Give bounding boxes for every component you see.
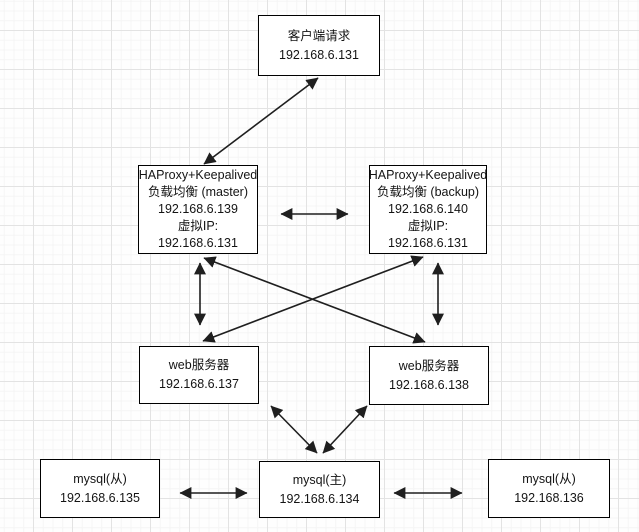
mysql-slave-left-ip: 192.168.6.135 <box>60 490 140 505</box>
haproxy-master-vip: 192.168.6.131 <box>158 236 238 250</box>
client-node-ip: 192.168.6.131 <box>279 47 359 62</box>
edge-haproxy-master-web2 <box>203 256 426 344</box>
mysql-slave-left-title: mysql(从) <box>73 471 127 486</box>
node-mysql-slave-left: mysql(从) 192.168.6.135 <box>40 459 160 518</box>
web1-title: web服务器 <box>168 358 230 372</box>
node-haproxy-master: HAProxy+Keepalived 负载均衡 (master) 192.168… <box>138 165 258 254</box>
web2-title: web服务器 <box>398 358 460 373</box>
haproxy-backup-vip: 192.168.6.131 <box>388 236 468 250</box>
node-web-server-2: web服务器 192.168.6.138 <box>369 346 489 405</box>
haproxy-master-ip: 192.168.6.139 <box>158 202 238 216</box>
haproxy-backup-title: HAProxy+Keepalived <box>368 168 488 182</box>
mysql-master-title: mysql(主) <box>292 472 347 487</box>
edge-web1-mysql-master <box>270 405 318 454</box>
edge-client-haproxy-master <box>203 77 319 165</box>
haproxy-backup-role: 负载均衡 (backup) <box>376 185 480 199</box>
mysql-master-ip: 192.168.6.134 <box>279 491 360 506</box>
node-mysql-slave-right: mysql(从) 192.168.136 <box>488 459 610 518</box>
edge-web2-mysql-master <box>322 405 368 454</box>
node-web-server-1: web服务器 192.168.6.137 <box>139 346 259 404</box>
haproxy-backup-vip-label: 虚拟IP: <box>407 219 449 233</box>
haproxy-master-title: HAProxy+Keepalived <box>138 168 258 182</box>
node-mysql-master: mysql(主) 192.168.6.134 <box>259 461 380 518</box>
mysql-slave-right-title: mysql(从) <box>522 471 576 486</box>
client-node-title: 客户端请求 <box>287 28 351 43</box>
haproxy-master-role: 负载均衡 (master) <box>147 185 248 199</box>
web1-ip: 192.168.6.137 <box>159 377 239 391</box>
node-client-request: 客户端请求 192.168.6.131 <box>258 15 380 76</box>
web2-ip: 192.168.6.138 <box>389 377 469 392</box>
haproxy-master-vip-label: 虚拟IP: <box>177 219 219 233</box>
edge-haproxy-backup-web1 <box>202 255 424 343</box>
haproxy-backup-ip: 192.168.6.140 <box>388 202 468 216</box>
node-haproxy-backup: HAProxy+Keepalived 负载均衡 (backup) 192.168… <box>369 165 487 254</box>
mysql-slave-right-ip: 192.168.136 <box>514 490 584 505</box>
